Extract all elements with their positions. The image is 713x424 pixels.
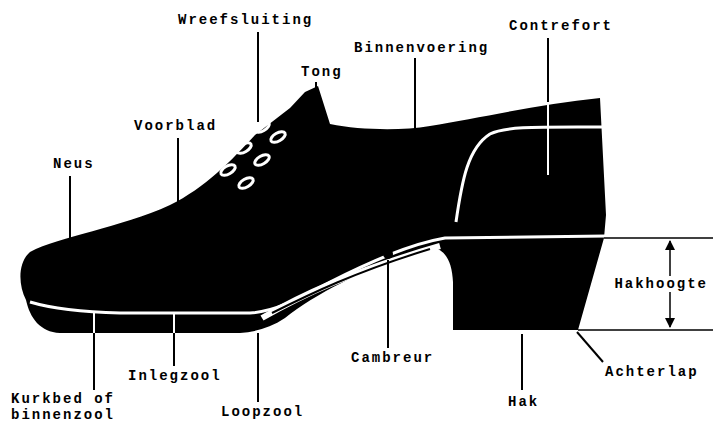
- part-label: Wreefsluiting: [177, 12, 314, 28]
- part-label: Kurkbed of binnenzool: [10, 391, 124, 423]
- part-label: Binnenvoering: [353, 40, 490, 56]
- part-label: Inlegzool: [127, 368, 223, 384]
- part-label: Voorblad: [133, 118, 218, 134]
- part-label: Tong: [300, 64, 344, 80]
- insole-line: [30, 236, 606, 313]
- part-label: Neus: [52, 156, 96, 172]
- part-label: Achterlap: [604, 364, 700, 380]
- contrefort-line: [456, 127, 604, 222]
- part-label: Loopzool: [220, 404, 305, 420]
- part-label: Cambreur: [350, 350, 435, 366]
- part-label: Contrefort: [508, 18, 614, 34]
- leader-lines: [70, 32, 603, 402]
- lacing: [219, 120, 287, 191]
- part-label: Hakhoogte: [613, 276, 709, 292]
- cambreur-band: [262, 246, 440, 318]
- part-label: Hak: [507, 394, 540, 410]
- cambreur-bar: [272, 249, 430, 313]
- cambreur-dot: [383, 249, 393, 259]
- heel-height-dimension: [578, 238, 713, 330]
- shoe-body: [20, 86, 606, 333]
- leader-lines-inside: [94, 102, 548, 333]
